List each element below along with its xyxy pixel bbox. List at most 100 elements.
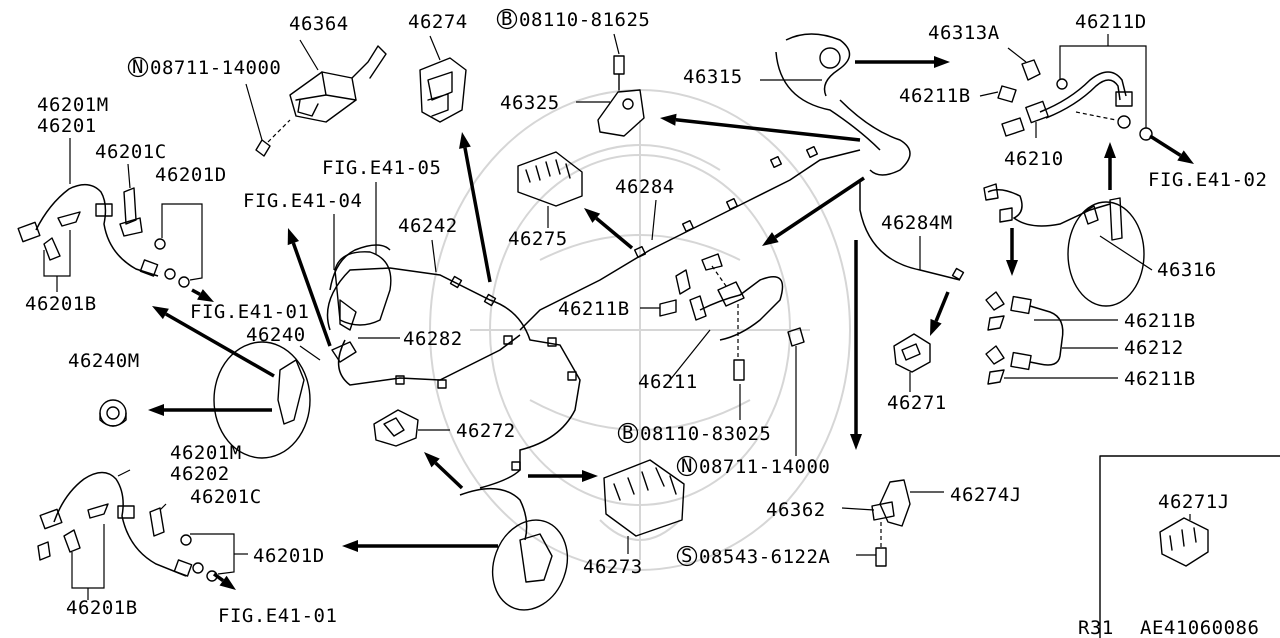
direction-arrows <box>148 56 1194 590</box>
arrow-head <box>850 434 862 450</box>
part-label-46272: 46272 <box>456 420 516 442</box>
part-label-46211B-r1: 46211B <box>1124 310 1196 332</box>
part-46274-clip <box>419 35 467 123</box>
part-label-FIG.E41-04: FIG.E41-04 <box>243 190 362 212</box>
circle-marker <box>617 422 639 444</box>
part-46362-bracket <box>841 479 944 567</box>
part-label-46315: 46315 <box>683 66 743 88</box>
arrow-shaft <box>595 216 634 250</box>
part-46316-disc <box>983 183 1153 307</box>
arrow-shaft <box>1149 134 1182 157</box>
part-label-FIG.E41-01-top: FIG.E41-01 <box>190 301 309 323</box>
part-46212-pipe <box>985 291 1118 385</box>
arrow-head <box>660 113 677 126</box>
part-label-FIG.E41-05: FIG.E41-05 <box>322 157 441 179</box>
arrow-head <box>934 56 950 68</box>
part-label-46202: 46202 <box>170 463 230 485</box>
part-label-46282: 46282 <box>403 328 463 350</box>
part-46272-clip <box>373 409 450 447</box>
part-label-08543-6122A: 08543-6122A <box>699 546 830 568</box>
watermark-emblem <box>429 89 851 571</box>
part-46211-pipe <box>640 253 805 456</box>
arrow-shaft <box>675 118 861 142</box>
part-label-46211B-mid: 46211B <box>558 298 630 320</box>
part-label-46284: 46284 <box>615 176 675 198</box>
part-label-46316: 46316 <box>1157 259 1217 281</box>
circle-letter: B <box>622 422 634 444</box>
booster-area <box>331 182 400 363</box>
arrow-head <box>287 228 300 246</box>
part-46271-clip <box>893 333 931 392</box>
arrow-head <box>152 306 169 320</box>
arrow-shaft <box>934 291 950 322</box>
part-label-08110-83025: 08110-83025 <box>640 423 771 445</box>
corner-code: R31 <box>1078 617 1114 638</box>
part-label-46313A: 46313A <box>928 22 1000 44</box>
arrow-shaft <box>191 288 201 296</box>
arrow-shaft <box>463 147 492 283</box>
arrow-shaft <box>774 176 865 239</box>
circle-letter: N <box>132 56 144 78</box>
arrow-head <box>1006 260 1018 276</box>
part-label-46325: 46325 <box>500 92 560 114</box>
part-label-46210: 46210 <box>1004 148 1064 170</box>
arrow-head <box>930 318 942 336</box>
part-label-46201B-bot: 46201B <box>66 597 138 619</box>
circle-marker <box>676 455 698 477</box>
part-label-46201D-bot: 46201D <box>253 545 325 567</box>
part-46315-pipe <box>760 33 911 176</box>
part-label-08711-14000-bot: 08711-14000 <box>699 456 830 478</box>
arrow-shaft <box>165 312 275 378</box>
arrow-head <box>582 470 598 482</box>
arrow-head <box>219 575 236 590</box>
arrow-shaft <box>212 572 225 583</box>
arrow-head <box>197 289 214 302</box>
part-46364-switch <box>245 39 387 157</box>
arrow-head <box>342 540 358 552</box>
circle-letter: S <box>681 545 693 567</box>
part-46201-hose <box>17 138 203 292</box>
part-label-46211: 46211 <box>638 371 698 393</box>
part-label-46275: 46275 <box>508 228 568 250</box>
part-46240-disc <box>213 341 321 459</box>
arrow-head <box>584 208 601 223</box>
part-label-46240: 46240 <box>246 324 306 346</box>
part-46211D-pipe <box>979 34 1153 141</box>
part-label-46364: 46364 <box>289 13 349 35</box>
arrow-head <box>424 452 440 468</box>
inset-46271J <box>1099 455 1280 638</box>
part-label-46201M: 46201M <box>37 94 109 116</box>
part-label-08110-81625: 08110-81625 <box>519 9 650 31</box>
part-label-FIG.E41-02: FIG.E41-02 <box>1148 169 1267 191</box>
part-46275-clip <box>517 151 583 228</box>
part-46325-bracket <box>576 33 645 137</box>
part-label-FIG.E41-01-bot: FIG.E41-01 <box>218 605 337 627</box>
arrow-head <box>148 404 164 416</box>
part-label-46211B-r2: 46211B <box>1124 368 1196 390</box>
arrow-head <box>1177 150 1194 164</box>
part-46240M-grommet <box>99 399 127 427</box>
part-label-08711-14000-top: 08711-14000 <box>150 57 281 79</box>
main-brake-line-network <box>326 145 965 541</box>
part-46202-hose <box>37 467 248 600</box>
arrow-shaft <box>291 242 332 347</box>
part-label-46212: 46212 <box>1124 337 1184 359</box>
arrow-head <box>1104 142 1116 158</box>
part-label-46201C-bot: 46201C <box>190 486 262 508</box>
circle-letter: B <box>501 8 513 30</box>
part-label-46201D-top: 46201D <box>155 164 227 186</box>
part-46273-clip <box>603 459 685 554</box>
part-label-46201C-top: 46201C <box>95 141 167 163</box>
part-label-46271: 46271 <box>887 392 947 414</box>
part-label-46201: 46201 <box>37 115 97 137</box>
part-label-46201M-bot: 46201M <box>170 442 242 464</box>
part-label-46201B-top: 46201B <box>25 293 97 315</box>
circle-marker <box>127 56 149 78</box>
part-label-46271J: 46271J <box>1158 491 1230 513</box>
figure-code: AE41060086 <box>1140 617 1259 638</box>
circle-marker <box>496 8 518 30</box>
part-front-disc-bottom <box>491 519 569 611</box>
part-label-46273: 46273 <box>583 556 643 578</box>
